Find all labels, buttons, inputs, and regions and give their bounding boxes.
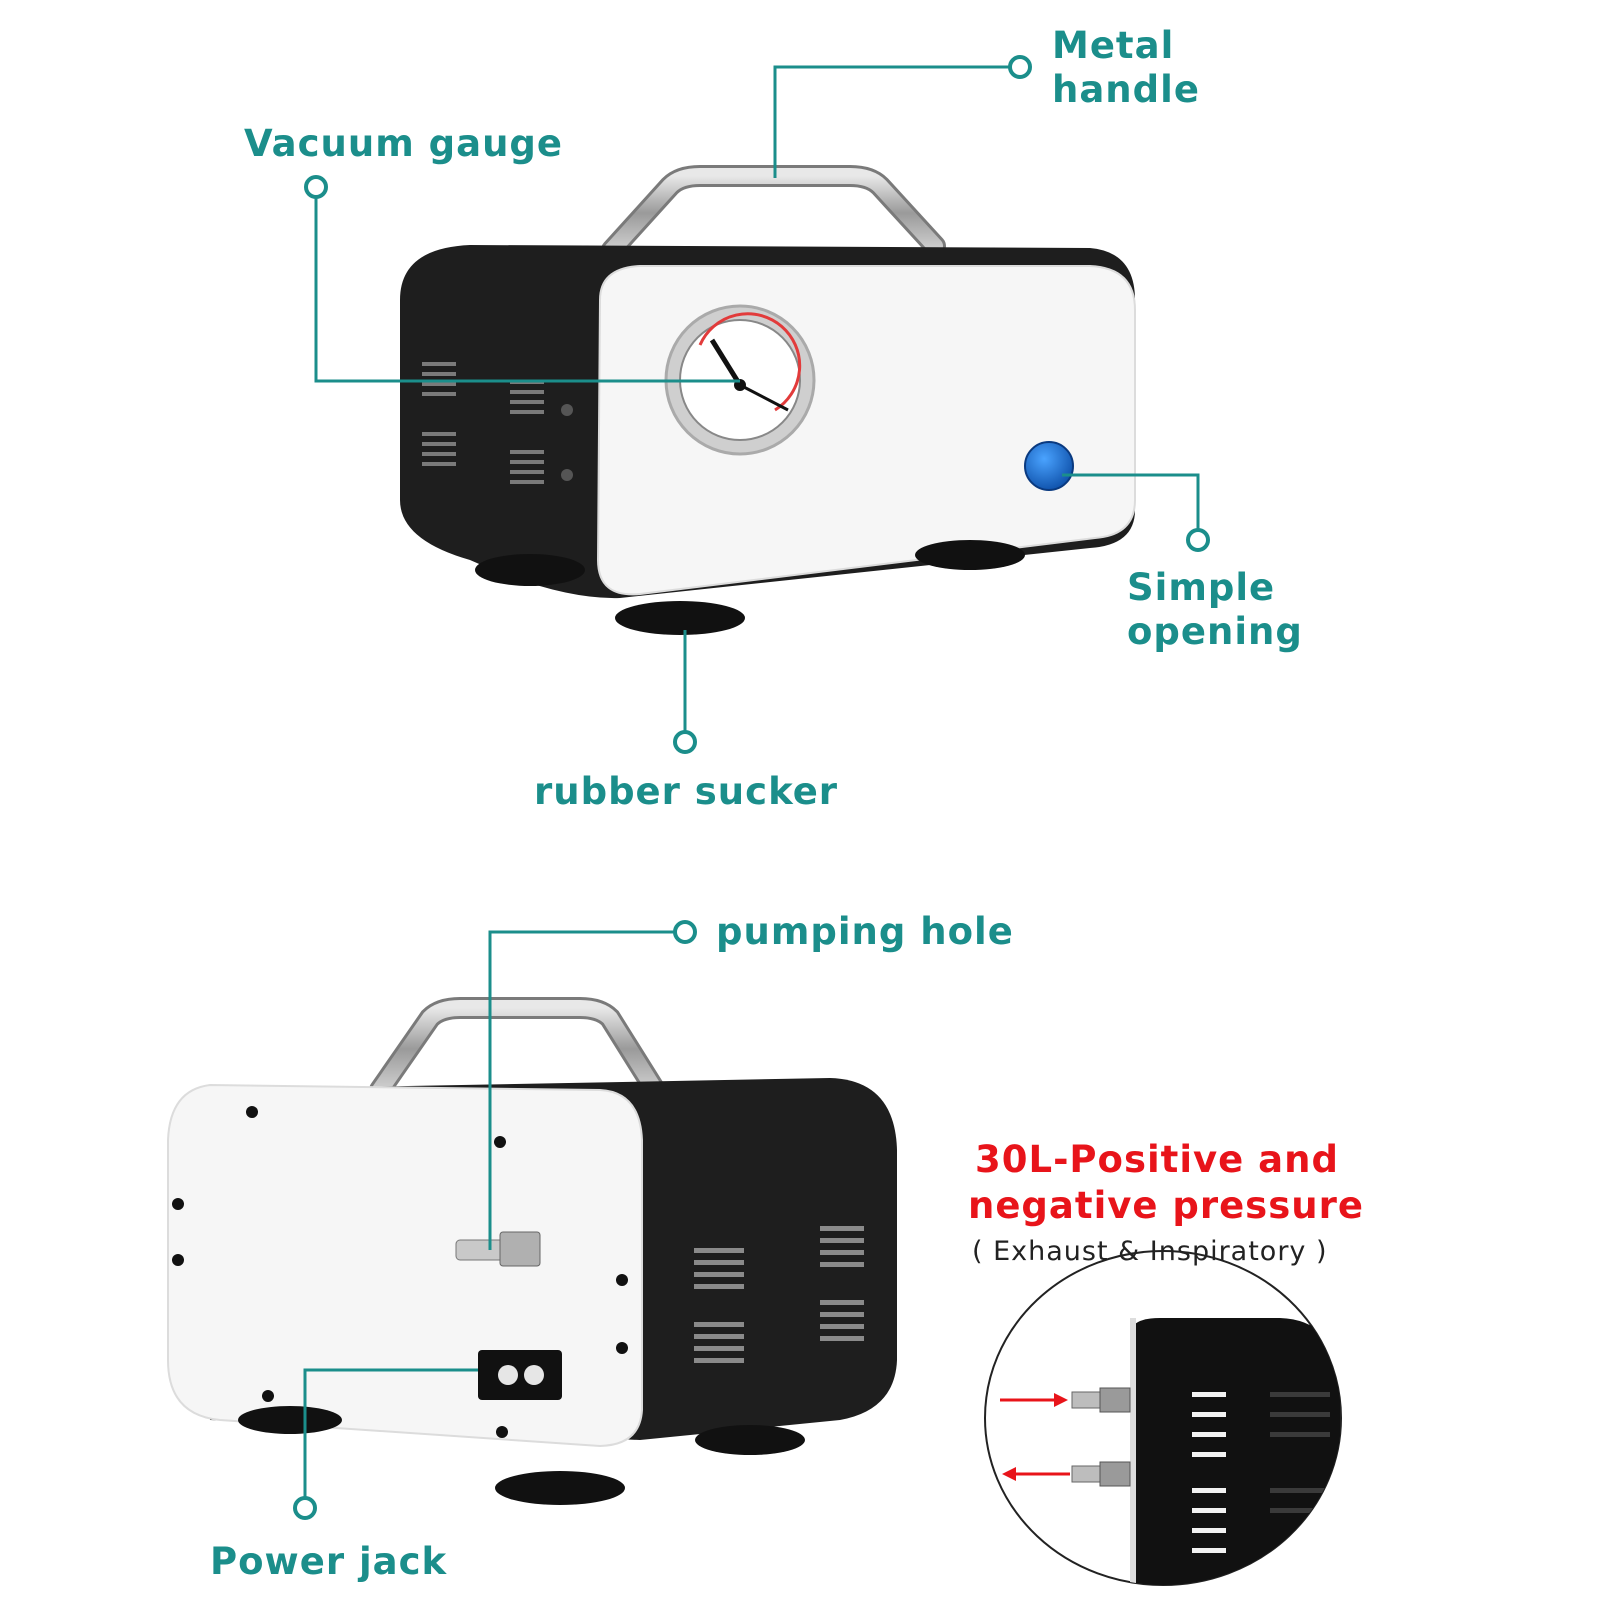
simple-opening-label: Simple opening (1127, 566, 1303, 654)
power-jack-label: Power jack (210, 1540, 448, 1583)
simple-opening-label-line2: opening (1127, 610, 1303, 653)
feature-subtitle: ( Exhaust & Inspiratory ) (972, 1236, 1328, 1267)
metal-handle-label-line1: Metal (1052, 24, 1175, 67)
metal-handle-label-line2: handle (1052, 68, 1200, 111)
simple-opening-label-line1: Simple (1127, 566, 1276, 609)
callout-leader-lines (303, 65, 1200, 1498)
rear-white-panel (167, 1083, 643, 1448)
bottom-pump-rear-view (167, 997, 897, 1505)
rubber-foot (475, 554, 585, 586)
pumping-hole-label: pumping hole (716, 910, 1014, 953)
inlet-outlet-zoom-circle (984, 1250, 1342, 1586)
pumping-hole-nozzle (455, 1231, 541, 1267)
outlet-connector (1071, 1461, 1131, 1487)
side-vents-top (422, 362, 544, 484)
callout-dots (293, 55, 1210, 1520)
vacuum-gauge-label: Vacuum gauge (244, 122, 564, 165)
power-switch-button (1024, 441, 1074, 491)
metal-handle-label: Metal handle (1052, 24, 1200, 112)
side-vents-bottom (694, 1226, 864, 1363)
top-pump-front-view (400, 165, 1136, 635)
inlet-connector (1071, 1387, 1131, 1413)
power-jack-socket (478, 1350, 562, 1400)
feature-headline-line1: 30L-Positive and (975, 1138, 1339, 1181)
rubber-sucker-label: rubber sucker (534, 770, 839, 813)
feature-headline-line2: negative pressure (968, 1184, 1364, 1227)
